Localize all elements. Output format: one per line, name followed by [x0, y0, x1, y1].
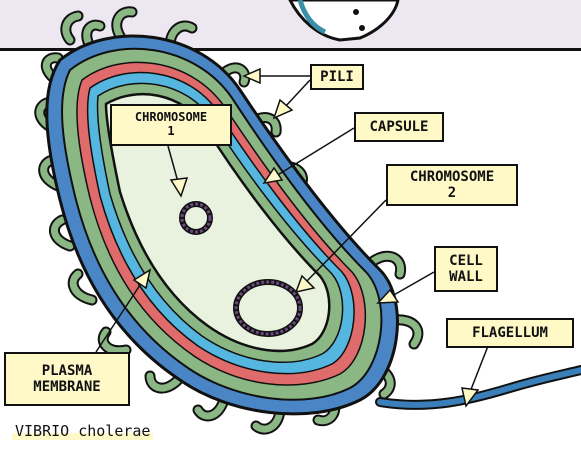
label-capsule: CAPSULE — [354, 112, 444, 142]
label-chromosome-1-line1: CHROMOSOME — [135, 111, 207, 125]
label-chromosome-1: CHROMOSOME 1 — [110, 104, 232, 146]
label-cell-wall-line1: CELL — [449, 253, 483, 269]
label-chromosome-1-line2: 1 — [167, 125, 174, 139]
label-cell-wall-line2: WALL — [449, 269, 483, 285]
label-flagellum: FLAGELLUM — [446, 318, 574, 348]
label-chromosome-2-line1: CHROMOSOME — [410, 169, 494, 185]
label-plasma-membrane-line2: MEMBRANE — [33, 379, 100, 395]
label-flagellum-text: FLAGELLUM — [472, 325, 548, 341]
label-capsule-text: CAPSULE — [369, 119, 428, 135]
label-cell-wall: CELL WALL — [434, 246, 498, 292]
scientist-arm-icon — [290, 0, 398, 40]
label-chromosome-2-line2: 2 — [448, 185, 456, 201]
label-plasma-membrane: PLASMA MEMBRANE — [4, 352, 130, 406]
label-pili-text: PILI — [320, 69, 354, 85]
label-pili: PILI — [310, 64, 364, 90]
label-chromosome-2: CHROMOSOME 2 — [386, 164, 518, 206]
label-plasma-membrane-line1: PLASMA — [42, 363, 93, 379]
species-caption: VIBRIO cholerae — [12, 422, 153, 440]
